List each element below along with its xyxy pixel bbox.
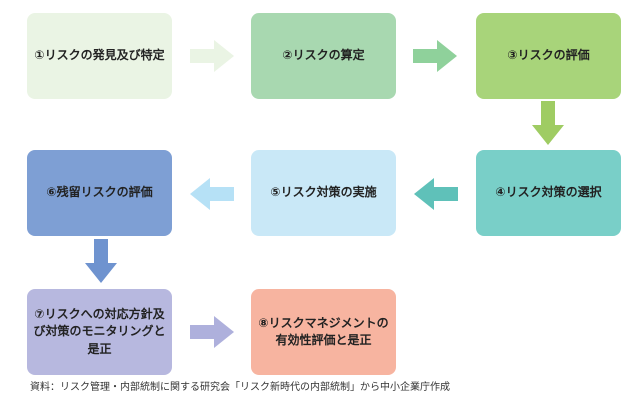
arrow-step6-to-step7 [85, 239, 117, 283]
arrow-step5-to-step6 [190, 178, 234, 210]
step-7-label: ⑦リスクへの対応方針及び対策のモニタリングと是正 [33, 306, 166, 356]
arrow-step3-to-step4 [532, 101, 564, 145]
source-note: 資料：リスク管理・内部統制に関する研究会「リスク新時代の内部統制」から中小企業庁… [30, 382, 450, 393]
arrow-step1-to-step2 [190, 40, 234, 72]
step-2-label: ②リスクの算定 [282, 48, 365, 63]
step-7-monitoring-and-correction: ⑦リスクへの対応方針及び対策のモニタリングと是正 [27, 289, 172, 375]
step-2-risk-calculation: ②リスクの算定 [251, 13, 396, 99]
arrow-step2-to-step3 [413, 40, 457, 72]
step-6-residual-risk-evaluation: ⑥残留リスクの評価 [27, 150, 172, 236]
step-3-label: ③リスクの評価 [507, 48, 590, 63]
step-8-label: ⑧リスクマネジメントの有効性評価と是正 [258, 315, 389, 347]
arrow-step4-to-step5 [414, 178, 458, 210]
step-3-risk-evaluation: ③リスクの評価 [476, 13, 621, 99]
step-1-label: ①リスクの発見及び特定 [34, 48, 165, 63]
step-4-label: ④リスク対策の選択 [495, 185, 602, 200]
step-5-risk-countermeasure-implementation: ⑤リスク対策の実施 [251, 150, 396, 236]
step-1-risk-identification: ①リスクの発見及び特定 [27, 13, 172, 99]
step-5-label: ⑤リスク対策の実施 [270, 185, 377, 200]
arrow-step7-to-step8 [190, 316, 234, 348]
step-4-risk-countermeasure-selection: ④リスク対策の選択 [476, 150, 621, 236]
step-6-label: ⑥残留リスクの評価 [46, 185, 153, 200]
step-8-effectiveness-evaluation: ⑧リスクマネジメントの有効性評価と是正 [251, 289, 396, 375]
